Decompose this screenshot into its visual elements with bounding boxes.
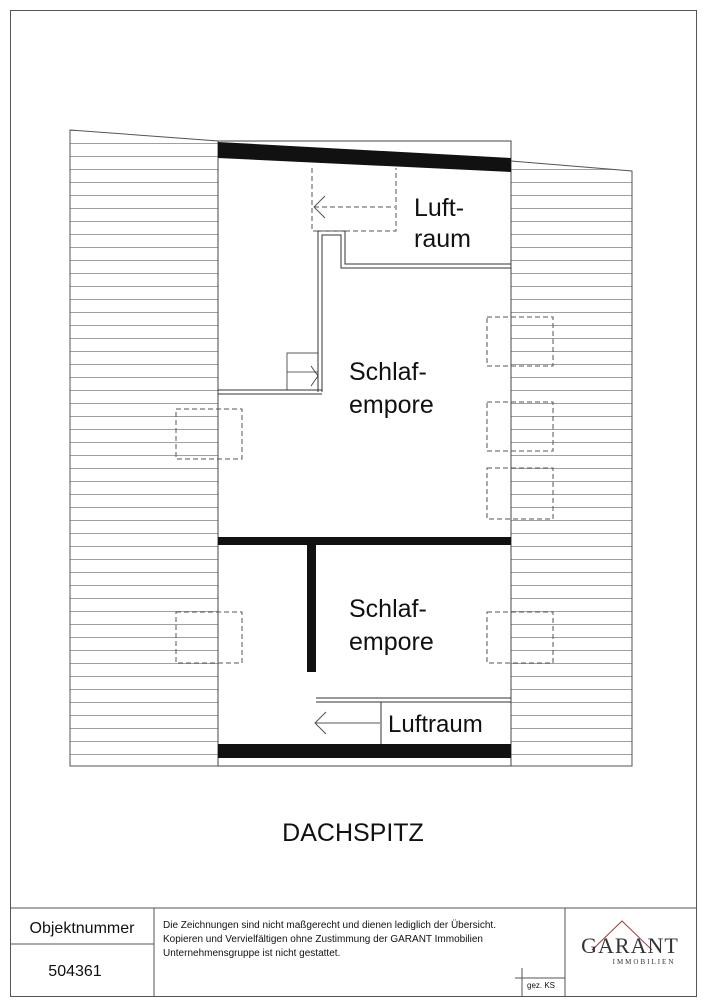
sheet-border [10,10,697,997]
roof-slope-right [510,160,633,767]
garant-logo-name: GARANT [581,933,679,958]
disclaimer-line-1: Die Zeichnungen sind nicht maßgerecht un… [163,919,496,931]
roof-windows [175,168,554,664]
garant-logo-sub: IMMOBILIEN [613,958,676,966]
roof-window-right-2 [486,401,554,452]
roof-window-right-3 [486,467,554,520]
partition-wall-vertical [307,545,316,672]
room-label-schlafempore-lower-line2: empore [349,628,434,656]
room-label-luftraum-top-line2: raum [414,225,471,253]
gable-wall-bottom [218,744,511,758]
room-label-schlafempore-lower-line1: Schlaf- [349,595,427,623]
objektnummer-label: Objektnummer [30,920,136,937]
objektnummer-value: 504361 [48,963,101,980]
room-label-schlafempore-upper-line2: empore [349,391,434,419]
partition-wall-horizontal [218,537,511,545]
drawn-by-label: gez. KS [527,981,555,990]
attic-floor-outline [217,140,512,767]
room-label-luftraum-bottom: Luftraum [388,711,483,738]
void-arrow-bottom [314,711,380,735]
disclaimer-line-2: Kopieren und Vervielfältigen ohne Zustim… [163,934,483,945]
void-outline-top [311,168,397,232]
room-label-schlafempore-upper-line1: Schlaf- [349,358,427,386]
roof-window-left-upper [175,408,243,460]
roof-window-left-lower [175,611,243,664]
roof-slope-left [69,129,219,767]
title-block [10,907,697,997]
garant-logo-roof-icon [591,920,653,951]
disclaimer-line-3: Unternehmensgruppe ist nicht gestattet. [163,948,340,959]
railing-lower [316,697,511,744]
roof-window-right-1 [486,316,554,367]
garant-logo: GARANT IMMOBILIEN [581,920,679,966]
void-arrow-top [313,195,395,219]
gable-wall-top [218,142,511,172]
roof-window-right-4 [486,611,554,664]
stair-step-upper [286,352,319,391]
floor-title: DACHSPITZ [282,819,424,847]
room-label-luftraum-top-line1: Luft- [414,194,464,222]
